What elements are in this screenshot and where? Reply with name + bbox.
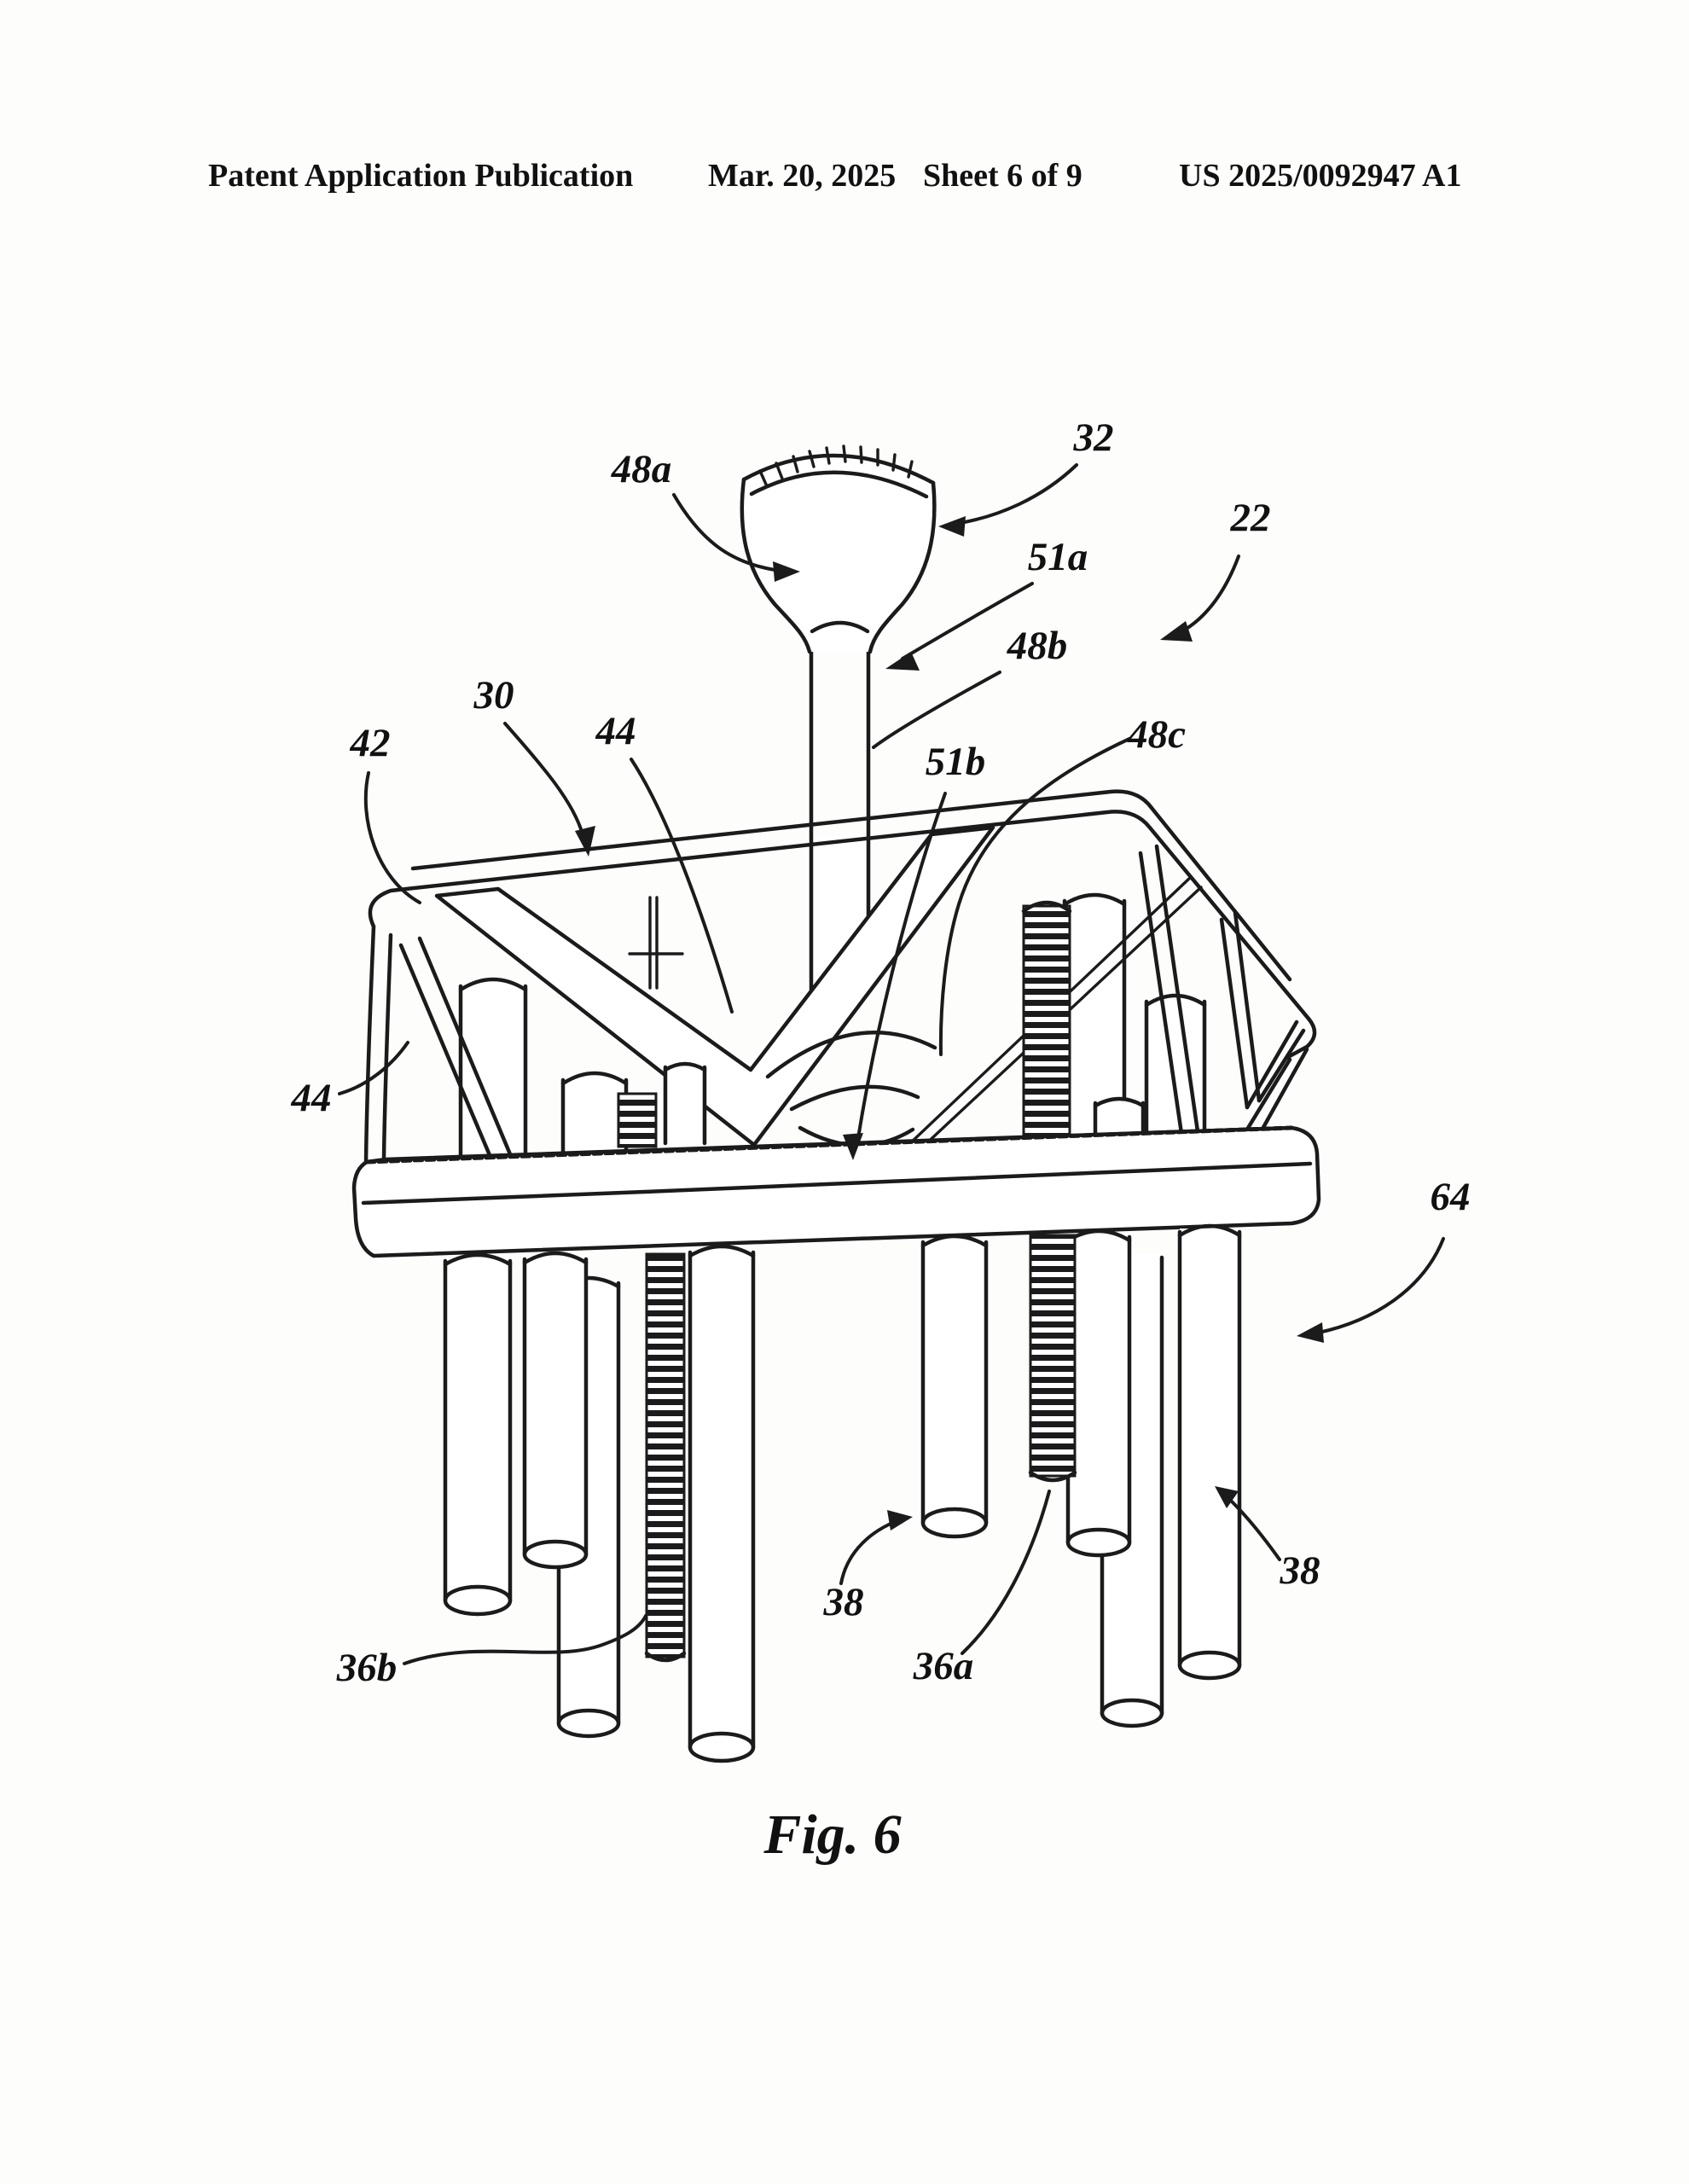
arrowhead-38-left	[887, 1510, 913, 1531]
leader-36b	[403, 1614, 647, 1665]
leader-36a	[961, 1490, 1051, 1655]
ref-label-51a: 51a	[1028, 535, 1088, 579]
reference-labels: 48a 32 51a 22 48b 30 44 42 51b 48c 44 64…	[291, 415, 1471, 1690]
knob-knurled-cap	[741, 444, 936, 499]
base-plate	[351, 1125, 1321, 1258]
hanging-tube	[688, 1244, 756, 1763]
ref-label-30: 30	[473, 673, 514, 717]
arrowhead-51a	[885, 652, 920, 671]
ref-label-51b: 51b	[926, 740, 986, 784]
arrowhead-48a	[773, 561, 800, 582]
hanging-tube	[522, 1251, 589, 1570]
ref-label-36a: 36a	[913, 1644, 974, 1688]
leader-51b	[856, 792, 947, 1140]
basket-rim	[363, 789, 1317, 1180]
arrowhead-32	[938, 516, 966, 537]
leader-44-left	[338, 1041, 409, 1095]
hanging-tube	[1065, 1228, 1132, 1558]
arrowhead-64	[1297, 1322, 1324, 1343]
ref-label-48b: 48b	[1007, 624, 1068, 668]
ref-label-38-left: 38	[823, 1580, 864, 1624]
arrowhead-30	[575, 826, 595, 857]
leader-64	[1317, 1237, 1445, 1334]
leader-48a	[672, 493, 776, 572]
plate-front-crease	[361, 1161, 1313, 1205]
threaded-rod-36b-lower	[644, 1252, 687, 1663]
ref-label-48a: 48a	[611, 447, 672, 491]
shaft-top-arc	[810, 620, 870, 634]
control-knob	[740, 444, 937, 654]
leader-38-left	[839, 1522, 892, 1585]
reference-leaders	[338, 463, 1445, 1665]
hanging-tubes	[443, 1223, 1242, 1763]
arrowhead-51b	[843, 1133, 863, 1160]
ref-label-32: 32	[1073, 415, 1114, 460]
arrowhead-22	[1160, 621, 1193, 642]
ref-label-48c: 48c	[1127, 712, 1186, 757]
plate-top-back-edge	[364, 1125, 1294, 1165]
basket-interior-tubes	[458, 630, 1207, 1214]
leader-48b	[872, 671, 1001, 749]
hanging-tube	[1177, 1223, 1242, 1681]
ref-label-64: 64	[1431, 1175, 1471, 1219]
leader-48c	[938, 737, 1131, 1056]
ref-label-36b: 36b	[336, 1646, 398, 1690]
inner-stub-cylinder	[663, 1061, 707, 1147]
ref-label-22: 22	[1230, 496, 1271, 540]
leader-32	[959, 463, 1078, 525]
leader-30	[503, 722, 584, 836]
knob-left-edge	[740, 477, 812, 654]
leader-22	[1181, 555, 1240, 633]
ref-label-44-upper: 44	[595, 709, 636, 753]
threaded-rod-36a-lower	[1028, 1234, 1077, 1483]
knob-right-edge	[868, 480, 937, 654]
hanging-tube	[443, 1252, 513, 1617]
ref-label-44-left: 44	[291, 1076, 332, 1120]
leader-51a	[901, 582, 1034, 660]
leader-42	[363, 771, 421, 904]
leader-38-right	[1230, 1500, 1281, 1561]
header-date: Mar. 20, 2025	[708, 158, 896, 194]
header-sheet-number: Sheet 6 of 9	[923, 158, 1082, 194]
threaded-rod-36b-upper	[617, 1092, 658, 1148]
leader-44-upper	[630, 758, 734, 1014]
header-document-number: US 2025/0092947 A1	[1179, 158, 1461, 194]
header-publication-type: Patent Application Publication	[208, 158, 633, 194]
inner-pin	[628, 896, 684, 990]
ref-label-42: 42	[350, 721, 391, 765]
hanging-tube	[920, 1234, 989, 1539]
page-header: Patent Application Publication Mar. 20, …	[208, 158, 1461, 194]
arrowhead-38-right	[1215, 1486, 1239, 1508]
ref-label-38-right: 38	[1280, 1548, 1320, 1593]
figure-caption: Fig. 6	[763, 1804, 901, 1866]
